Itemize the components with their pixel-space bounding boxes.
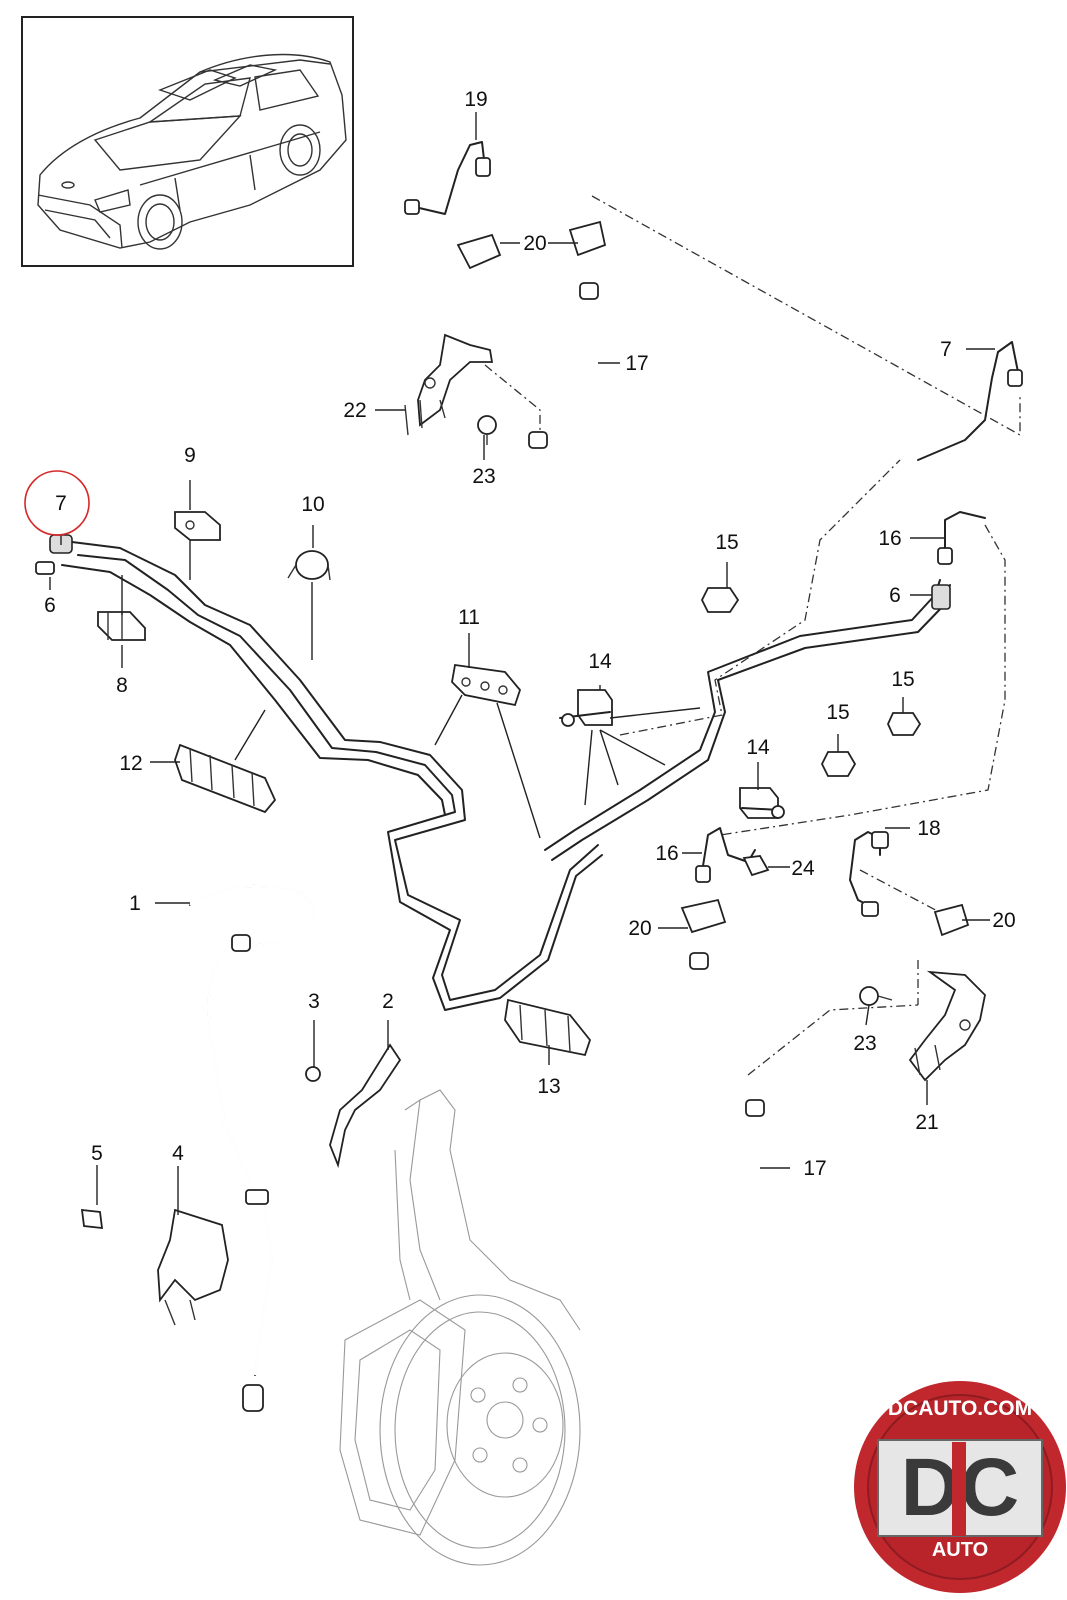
callout-19: 19	[464, 88, 487, 111]
callout-7-right: 7	[940, 338, 952, 361]
bracket-4	[157, 1208, 229, 1326]
callout-5: 5	[91, 1142, 103, 1165]
callout-24: 24	[791, 857, 815, 880]
callout-11: 11	[458, 606, 480, 629]
callout-15-b: 15	[826, 701, 849, 724]
callout-6-left: 6	[44, 594, 56, 617]
callout-23-top: 23	[472, 465, 495, 488]
brake-line-16-right	[931, 511, 986, 610]
callout-8: 8	[116, 674, 128, 697]
callout-12: 12	[119, 752, 142, 775]
brake-line-16-lower	[695, 827, 756, 883]
callout-4: 4	[172, 1142, 184, 1165]
callout-13: 13	[537, 1075, 560, 1098]
callout-23-bottom: 23	[853, 1032, 876, 1055]
brake-assembly-ghost	[339, 1089, 581, 1566]
dashed-reference-lines	[484, 195, 1021, 1076]
callout-14-top: 14	[588, 650, 612, 673]
callout-14-bottom: 14	[746, 736, 770, 759]
fittings-left	[35, 369, 1023, 575]
logo-word: AUTO	[932, 1539, 988, 1561]
vehicle-thumbnail	[21, 16, 354, 267]
holder-14-bottom	[739, 787, 785, 819]
clip-9	[174, 511, 221, 541]
brake-line-18	[849, 831, 889, 917]
holder-14-top	[559, 689, 613, 727]
logo-site-text: DCAUTO.COM	[888, 1397, 1032, 1420]
callout-20-d: 20	[992, 909, 1015, 932]
leader-lines	[49, 112, 995, 1215]
brake-hose-17-bottom	[689, 952, 767, 1287]
clip-13	[504, 998, 592, 1057]
brake-hose-17-top	[528, 282, 609, 617]
bracket-22	[404, 333, 494, 436]
callout-20-a: 20	[523, 232, 546, 255]
sensor-cable-1	[189, 884, 317, 1412]
callout-16-lower: 16	[655, 842, 678, 865]
dcauto-logo: DCAUTO.COM DC AUTO	[854, 1381, 1066, 1593]
callout-18: 18	[917, 817, 940, 840]
part-24	[742, 855, 770, 877]
clip-12	[174, 743, 277, 814]
clip-11	[451, 663, 522, 707]
bolt-3	[305, 1066, 321, 1082]
callout-21: 21	[915, 1111, 938, 1134]
callout-16-right: 16	[878, 527, 901, 550]
callout-15-a: 15	[715, 531, 738, 554]
callout-7-highlighted: 7	[55, 492, 67, 515]
callout-3: 3	[308, 990, 320, 1013]
brake-line-19	[404, 141, 491, 215]
callout-labels: 7 6 8 9 10 11 12 13 14 14 15 15 15 16 6 …	[44, 88, 1016, 1180]
highlight-circle	[24, 470, 90, 536]
bolt-5	[80, 1208, 104, 1230]
callout-10: 10	[301, 493, 324, 516]
grommet-10	[287, 550, 331, 581]
clip-8	[97, 611, 146, 641]
bracket-2	[329, 1043, 402, 1169]
clips-20	[456, 220, 970, 937]
bracket-21	[908, 970, 986, 1082]
callout-20-c: 20	[628, 917, 651, 940]
bolts-23	[477, 415, 893, 1006]
callout-17-bottom: 17	[803, 1157, 826, 1180]
callout-1: 1	[129, 892, 141, 915]
callout-9: 9	[184, 444, 196, 467]
callout-15-c: 15	[891, 668, 914, 691]
callout-2: 2	[382, 990, 394, 1013]
callout-6-right: 6	[889, 584, 901, 607]
callout-17-top: 17	[625, 352, 648, 375]
callout-22: 22	[343, 399, 366, 422]
main-brake-lines	[61, 341, 1019, 1011]
fasteners-15	[700, 587, 922, 777]
